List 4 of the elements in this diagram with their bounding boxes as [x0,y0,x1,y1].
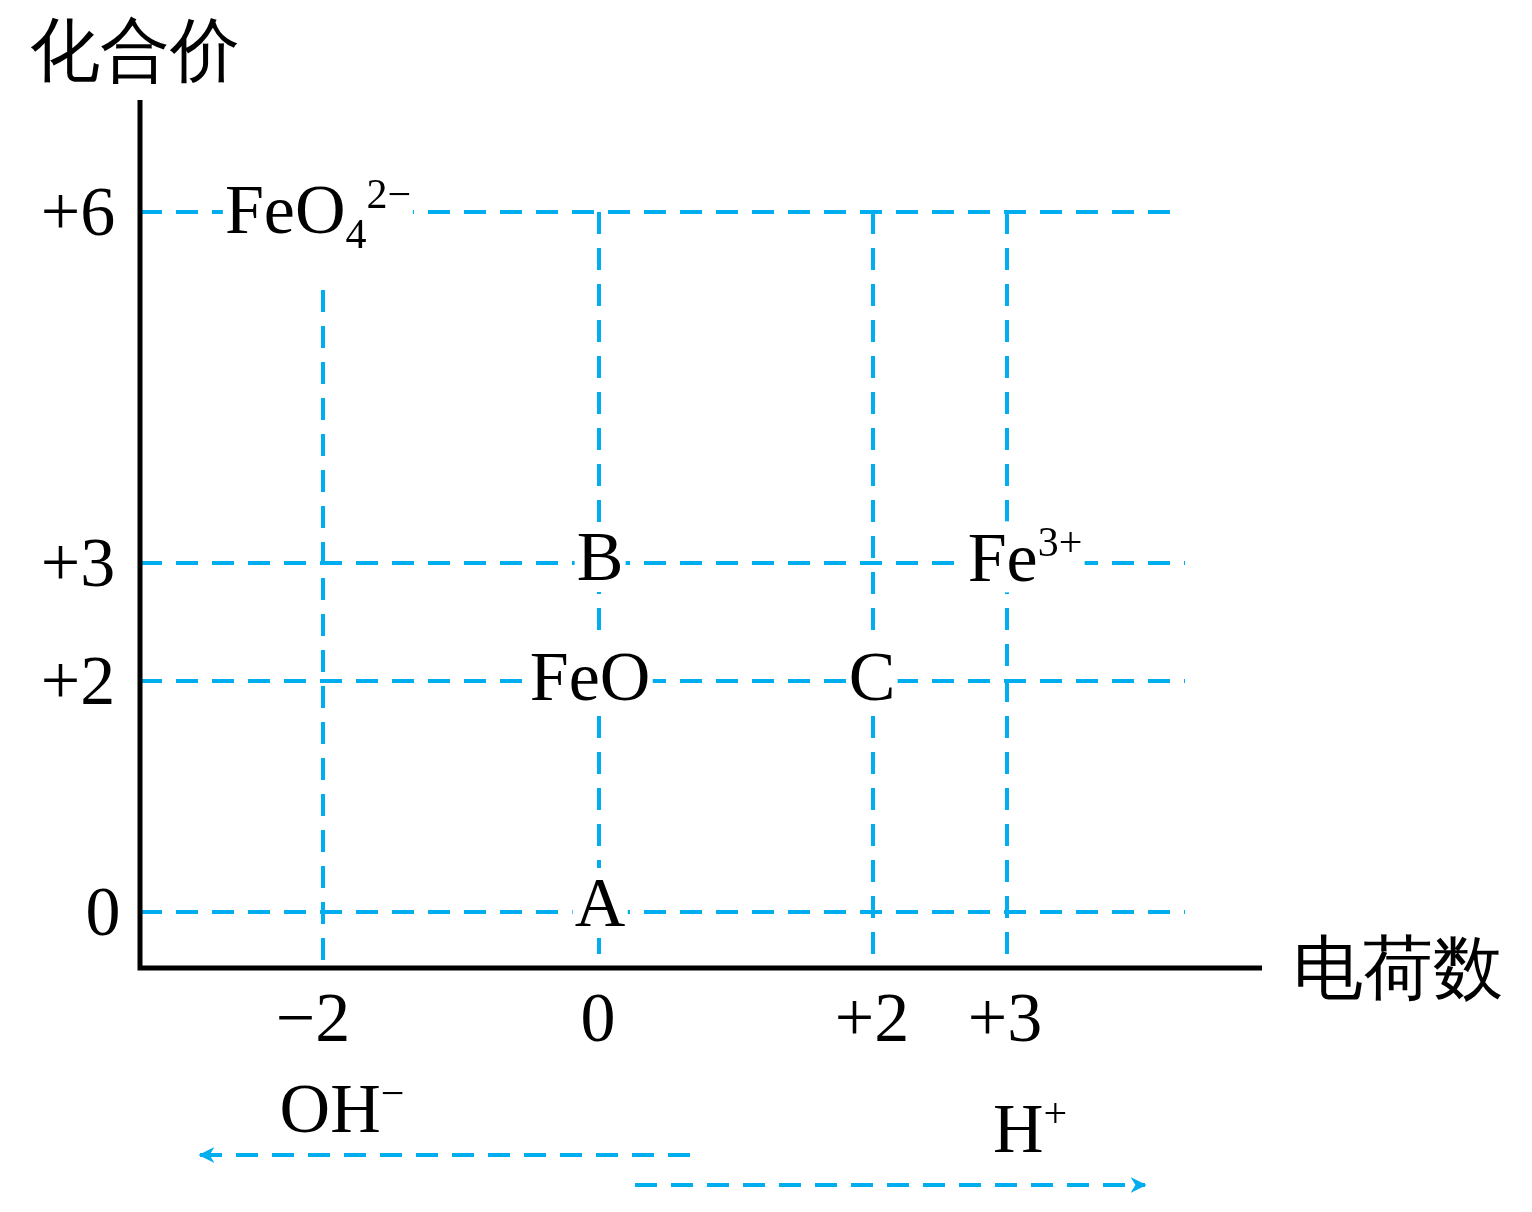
species-label: Fe$^{3+}$ [965,521,1085,593]
axis-title: 电荷数 [1292,933,1504,1003]
point-label: A [572,868,628,938]
axis-title: 化合价 [29,15,241,85]
